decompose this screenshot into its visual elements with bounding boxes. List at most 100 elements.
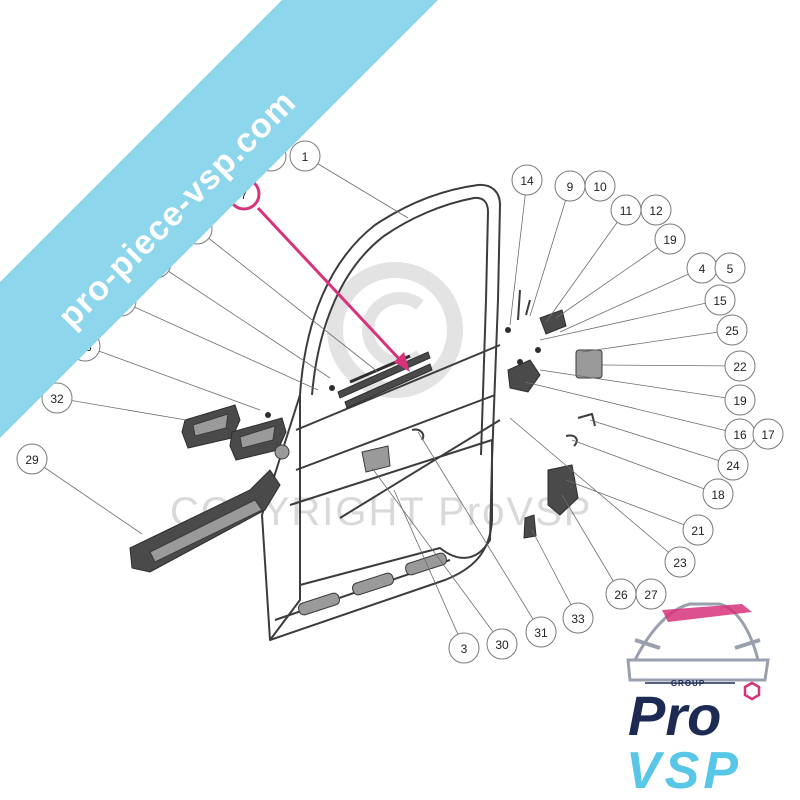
logo-group-text: GROUP [671, 679, 705, 688]
leader-line [56, 397, 187, 421]
callout-circle [714, 252, 746, 284]
callout-1: 1 [289, 140, 321, 172]
leader-line [84, 345, 261, 411]
callout-5: 5 [714, 252, 746, 284]
callout-10: 10 [584, 170, 616, 202]
callout-label: 22 [733, 360, 747, 374]
callout-22: 22 [724, 350, 756, 382]
callout-circle [41, 382, 73, 414]
callout-17: 17 [752, 418, 784, 450]
door-frame [261, 183, 501, 641]
callout-circle [724, 384, 756, 416]
callout-label: 11 [620, 204, 633, 218]
callout-circle [716, 314, 748, 346]
lock-components [265, 289, 603, 539]
provsp-logo: GROUP Pro VSP [626, 602, 770, 800]
svg-text:7: 7 [241, 188, 248, 202]
callout-4: 4 [686, 252, 718, 284]
callout-label: 4 [699, 262, 706, 276]
callout-label: 10 [593, 180, 607, 194]
inner-handle-left [181, 404, 241, 449]
leader-line [393, 489, 465, 649]
leader-line [581, 329, 733, 353]
callout-label: 16 [733, 428, 747, 442]
callout-label: 5 [727, 262, 734, 276]
callout-label: 14 [520, 174, 534, 188]
callout-circle [562, 602, 594, 634]
callout-32: 32 [41, 382, 73, 414]
callout-label: 24 [726, 459, 740, 473]
leader-line [561, 494, 622, 595]
callout-circle [664, 546, 696, 578]
callout-label: 1 [302, 150, 309, 164]
callout-label: 23 [673, 556, 687, 570]
callout-circle [702, 478, 734, 510]
callout-circle [486, 628, 518, 660]
leader-line [545, 209, 627, 323]
inner-handle-right [229, 417, 290, 461]
callout-label: 19 [663, 233, 677, 247]
callout-circle [724, 350, 756, 382]
leader-line [31, 458, 143, 535]
callout-29: 29 [16, 443, 48, 475]
callout-label: 31 [534, 626, 548, 640]
callout-label: 15 [713, 294, 727, 308]
callout-label: 30 [495, 638, 509, 652]
callout-26: 26 [605, 578, 637, 610]
highlight-arrow [256, 206, 410, 372]
callout-label: 25 [725, 324, 739, 338]
callout-21: 21 [682, 514, 714, 546]
callout-label: 29 [25, 453, 39, 467]
callout-label: 19 [733, 394, 747, 408]
leader-line [531, 529, 579, 619]
leader-line [304, 155, 409, 219]
callout-19: 19 [724, 384, 756, 416]
callout-18: 18 [702, 478, 734, 510]
callout-14: 14 [511, 164, 543, 196]
callout-11: 11 [610, 194, 642, 226]
callout-30: 30 [486, 628, 518, 660]
callout-label: 3 [461, 642, 468, 656]
leader-line [371, 467, 503, 645]
callout-9: 9 [554, 170, 586, 202]
callout-label: 17 [761, 428, 775, 442]
callout-circle [682, 514, 714, 546]
callout-label: 33 [571, 612, 585, 626]
callout-circle [584, 170, 616, 202]
leader-line [589, 419, 734, 466]
leader-line [529, 185, 571, 317]
callout-label: 27 [644, 588, 658, 602]
door-armrest-trim [129, 469, 281, 573]
callout-24: 24 [717, 449, 749, 481]
callout-15: 15 [704, 284, 736, 316]
leader-line [509, 417, 681, 563]
leader-line [539, 299, 721, 341]
callout-circle [717, 449, 749, 481]
callout-circle [635, 578, 667, 610]
leader-line [571, 439, 719, 495]
callout-circle [448, 632, 480, 664]
leader-line [559, 267, 703, 333]
leader-line [601, 364, 741, 367]
callout-33: 33 [562, 602, 594, 634]
leader-line [196, 228, 379, 373]
logo-pro-text: Pro [628, 684, 721, 747]
callout-label: 18 [711, 488, 725, 502]
callout-3: 3 [448, 632, 480, 664]
frame-cutouts [297, 552, 448, 616]
callout-circle [16, 443, 48, 475]
leader-line [155, 262, 331, 379]
callout-circle [289, 140, 321, 172]
leader-line [565, 479, 699, 531]
callout-label: 21 [691, 524, 705, 538]
leader-line [524, 381, 741, 435]
car-outline-icon [626, 602, 770, 682]
leader-line [539, 369, 741, 401]
leader-line [417, 431, 542, 633]
logo-vsp-text: VSP [626, 742, 742, 800]
leader-lines [31, 155, 741, 649]
leader-line [509, 179, 528, 326]
hexagon-icon [743, 681, 761, 701]
leader-line [120, 300, 319, 391]
